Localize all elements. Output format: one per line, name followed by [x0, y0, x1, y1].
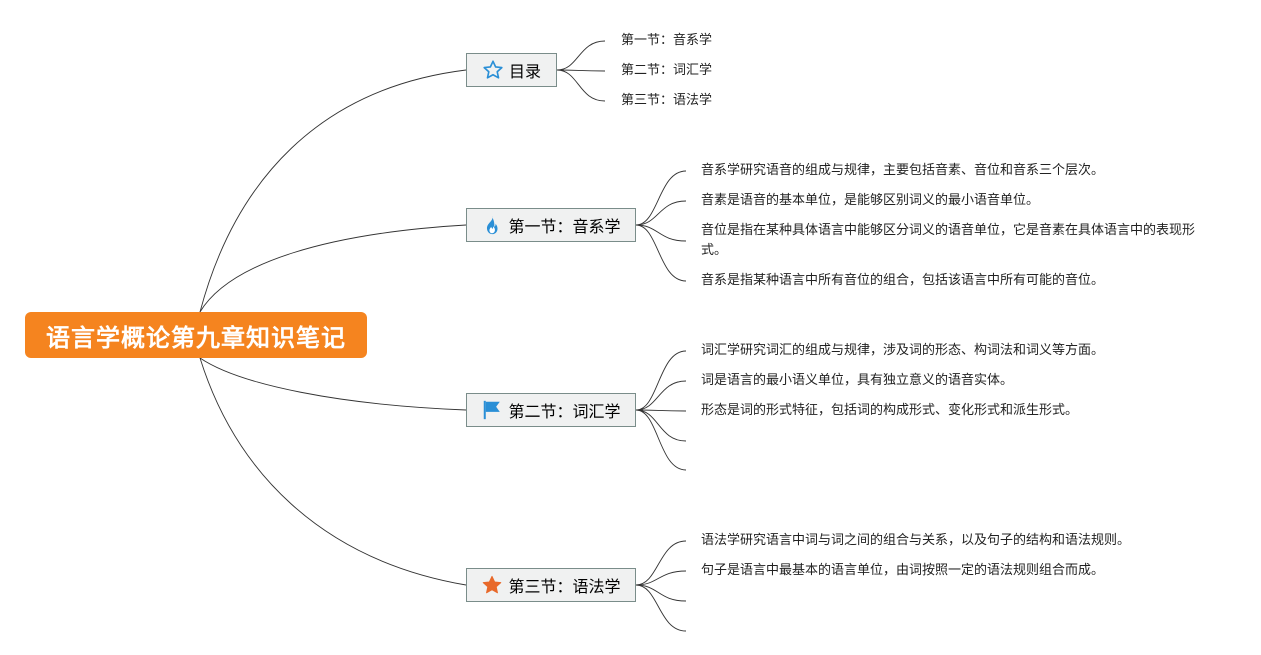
flame-icon	[481, 214, 503, 236]
branch-label: 第三节：语法学	[508, 577, 621, 596]
root-branch-connector	[199, 357, 467, 586]
star-outline-icon	[482, 59, 504, 81]
leaf-topic[interactable]: 形态是词的形式特征，包括词的构成形式、变化形式和派生形式。	[701, 403, 1079, 418]
branch-leaf-connector	[635, 409, 687, 471]
branch-lexicology[interactable]: 第二节：词汇学	[466, 393, 636, 427]
branch-leaf-connector	[635, 224, 687, 282]
branch-toc[interactable]: 目录	[466, 53, 557, 87]
branch-label: 第二节：词汇学	[508, 402, 621, 421]
branch-leaf-connector	[635, 200, 687, 226]
branch-leaf-connector	[635, 584, 687, 632]
leaf-topic[interactable]: 音系是指某种语言中所有音位的组合，包括该语言中所有可能的音位。	[701, 273, 1105, 288]
branch-leaf-connector	[635, 380, 687, 411]
leaf-topic[interactable]: 第一节：音系学	[621, 33, 713, 48]
flag-icon	[481, 399, 503, 421]
branch-leaf-connector	[556, 40, 606, 71]
branch-leaf-connector	[556, 69, 606, 102]
branch-label: 第一节：音系学	[508, 217, 621, 236]
branch-leaf-connector	[556, 69, 606, 72]
branch-leaf-connector	[635, 170, 687, 226]
branch-leaf-connector	[635, 540, 687, 586]
root-topic[interactable]: 语言学概论第九章知识笔记	[25, 312, 367, 358]
leaf-topic[interactable]: 音素是语音的基本单位，是能够区别词义的最小语音单位。	[701, 193, 1040, 208]
root-branch-connector	[199, 224, 467, 313]
root-branch-connector	[199, 357, 467, 411]
leaf-topic[interactable]: 第二节：词汇学	[621, 63, 713, 78]
star-filled-icon	[481, 574, 503, 596]
leaf-topic[interactable]: 词是语言的最小语义单位，具有独立意义的语音实体。	[701, 373, 1014, 388]
branch-leaf-connector	[635, 584, 687, 602]
leaf-topic[interactable]: 语法学研究语言中词与词之间的组合与关系，以及句子的结构和语法规则。	[701, 533, 1131, 548]
branch-leaf-connector	[635, 570, 687, 586]
branch-leaf-connector	[635, 224, 687, 242]
root-title: 语言学概论第九章知识笔记	[46, 323, 346, 352]
leaf-topic[interactable]: 音位是指在某种具体语言中能够区分词义的语音单位，它是音素在具体语言中的表现形式。	[701, 223, 1196, 258]
leaf-topic[interactable]: 音系学研究语音的组成与规律，主要包括音素、音位和音系三个层次。	[701, 163, 1105, 178]
branch-label: 目录	[508, 62, 541, 81]
branch-leaf-connector	[635, 350, 687, 411]
branch-leaf-connector	[635, 409, 687, 442]
leaf-topic[interactable]: 词汇学研究词汇的组成与规律，涉及词的形态、构词法和词义等方面。	[701, 343, 1105, 358]
branch-grammar[interactable]: 第三节：语法学	[466, 568, 636, 602]
root-branch-connector	[199, 69, 467, 313]
leaf-topic[interactable]: 第三节：语法学	[621, 93, 713, 108]
branch-leaf-connector	[635, 409, 687, 412]
branch-phonology[interactable]: 第一节：音系学	[466, 208, 636, 242]
leaf-topic[interactable]: 句子是语言中最基本的语言单位，由词按照一定的语法规则组合而成。	[701, 563, 1105, 578]
